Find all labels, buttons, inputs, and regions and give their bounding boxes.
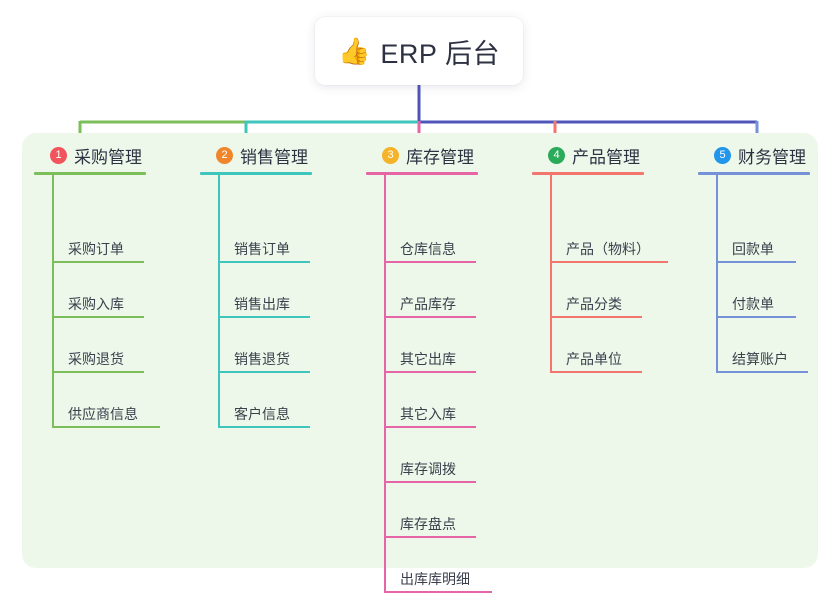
branch-column-1: 1 采购管理采购订单采购入库采购退货供应商信息	[34, 142, 160, 432]
leaf-label: 销售退货	[234, 351, 290, 367]
branch-body-3: 仓库信息产品库存其它出库其它入库库存调拨库存盘点出库库明细	[366, 175, 492, 597]
branch-rule-2	[200, 172, 312, 175]
branch-title-2: 销售管理	[240, 147, 308, 167]
branch-spine-5	[716, 175, 718, 373]
leaf-label: 产品分类	[566, 296, 622, 312]
leaf-label: 其它出库	[400, 351, 456, 367]
leaf-rule	[716, 371, 808, 373]
branch-spine-4	[550, 175, 552, 373]
leaf-rule	[384, 481, 476, 483]
branch-body-5: 回款单付款单结算账户	[698, 175, 810, 377]
branch-body-1: 采购订单采购入库采购退货供应商信息	[34, 175, 160, 432]
root-title: ERP 后台	[380, 38, 500, 69]
leaf-rule	[218, 371, 310, 373]
branch-column-4: 4 产品管理产品（物料） 产品分类产品单位	[532, 142, 668, 377]
branch-badge-1: 1	[50, 146, 67, 164]
branch-body-2: 销售订单销售出库销售退货客户信息	[200, 175, 312, 432]
leaf-rule	[716, 261, 796, 263]
leaf-label: 付款单	[732, 296, 774, 312]
branch-spine-2	[218, 175, 220, 428]
branch-badge-2: 2	[216, 146, 233, 164]
leaf-label: 库存调拨	[400, 461, 456, 477]
leaf-rule	[550, 371, 642, 373]
leaf-rule	[52, 316, 144, 318]
leaf-label: 销售出库	[234, 296, 290, 312]
branch-rule-1	[34, 172, 146, 175]
leaf-label: 产品库存	[400, 296, 456, 312]
leaf-label: 仓库信息	[400, 241, 456, 257]
leaf-rule	[384, 536, 476, 538]
branch-rule-4	[532, 172, 644, 175]
leaf-label: 采购订单	[68, 241, 124, 257]
branch-header-4[interactable]: 4 产品管理	[532, 142, 644, 168]
branch-header-1[interactable]: 1 采购管理	[34, 142, 146, 168]
branch-badge-5: 5	[714, 146, 731, 164]
leaf-label: 供应商信息	[68, 406, 138, 422]
leaf-label: 采购入库	[68, 296, 124, 312]
leaf-rule	[52, 371, 144, 373]
branch-header-3[interactable]: 3 库存管理	[366, 142, 478, 168]
thumbs-up-icon: 👍	[338, 36, 371, 66]
leaf-rule	[384, 371, 476, 373]
branch-spine-1	[52, 175, 54, 428]
leaf-rule	[384, 261, 476, 263]
branch-badge-3: 3	[382, 146, 399, 164]
branch-badge-4: 4	[548, 146, 565, 164]
branch-title-3: 库存管理	[406, 147, 474, 167]
leaf-label: 产品单位	[566, 351, 622, 367]
branch-column-3: 3 库存管理仓库信息产品库存其它出库其它入库库存调拨库存盘点出库库明细	[366, 142, 492, 597]
leaf-label: 结算账户	[732, 351, 788, 367]
leaf-rule	[550, 316, 642, 318]
leaf-rule	[384, 591, 492, 593]
branch-spine-3	[384, 175, 386, 593]
branch-title-1: 采购管理	[74, 147, 142, 167]
branch-header-2[interactable]: 2 销售管理	[200, 142, 312, 168]
leaf-label: 客户信息	[234, 406, 290, 422]
branch-rule-5	[698, 172, 810, 175]
leaf-rule	[218, 261, 310, 263]
leaf-label: 出库库明细	[400, 571, 470, 587]
branch-title-4: 产品管理	[572, 147, 640, 167]
leaf-rule	[218, 426, 310, 428]
leaf-rule	[218, 316, 310, 318]
leaf-rule	[716, 316, 796, 318]
leaf-label: 库存盘点	[400, 516, 456, 532]
leaf-label: 其它入库	[400, 406, 456, 422]
branch-header-5[interactable]: 5 财务管理	[698, 142, 810, 168]
leaf-rule	[550, 261, 668, 263]
leaf-label: 回款单	[732, 241, 774, 257]
branch-body-4: 产品（物料） 产品分类产品单位	[532, 175, 668, 377]
root-node[interactable]: 👍 ERP 后台	[315, 17, 523, 85]
leaf-label: 采购退货	[68, 351, 124, 367]
branch-rule-3	[366, 172, 478, 175]
leaf-label: 产品（物料）	[566, 241, 650, 257]
diagram-panel	[22, 133, 818, 568]
branch-title-5: 财务管理	[738, 147, 806, 167]
leaf-label: 销售订单	[234, 241, 290, 257]
branch-column-2: 2 销售管理销售订单销售出库销售退货客户信息	[200, 142, 312, 432]
leaf-rule	[52, 261, 144, 263]
leaf-rule	[384, 316, 476, 318]
branch-column-5: 5 财务管理回款单付款单结算账户	[698, 142, 810, 377]
leaf-rule	[384, 426, 476, 428]
leaf-rule	[52, 426, 160, 428]
